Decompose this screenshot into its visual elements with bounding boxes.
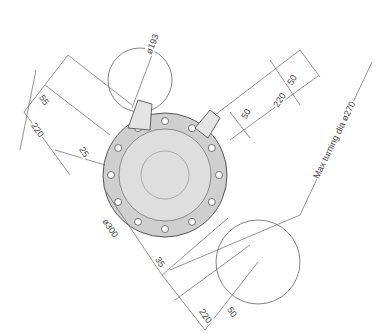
dimension-label: 55: [36, 92, 51, 108]
dimension-label: ø193: [143, 32, 161, 57]
dimension-label: 50: [224, 304, 239, 320]
dimension-label: 220: [29, 120, 47, 140]
dimension-label: 220: [271, 90, 289, 110]
dimension-label: ø300: [99, 216, 120, 240]
dimension-label: 50: [239, 106, 254, 121]
note-label: Max turning dia ø270: [311, 99, 358, 181]
dimension-label: 35: [152, 254, 167, 270]
